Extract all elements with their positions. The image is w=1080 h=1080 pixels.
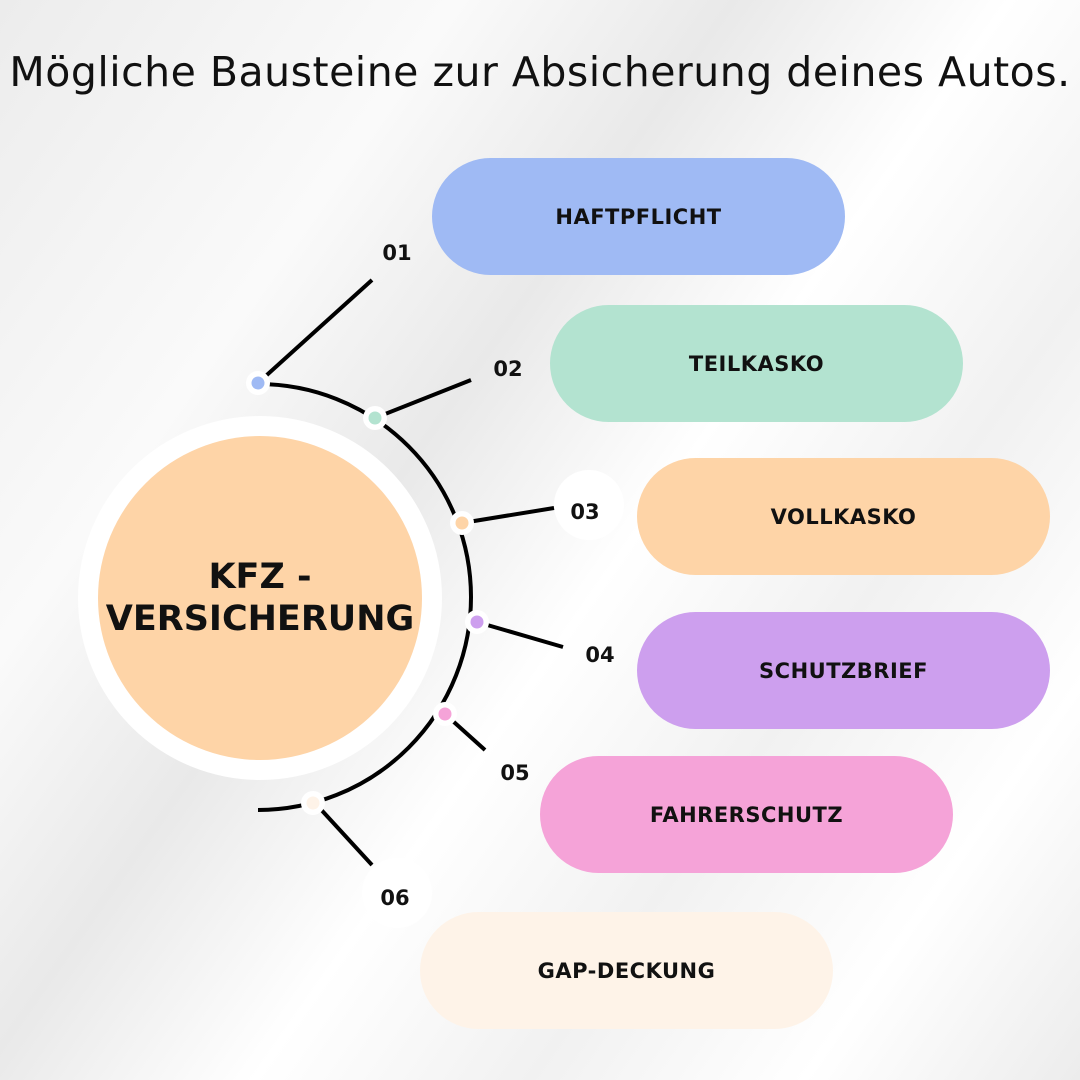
- item-pill: VOLLKASKO: [637, 458, 1050, 575]
- item-number: 01: [382, 241, 412, 265]
- item-label: FAHRERSCHUTZ: [649, 802, 844, 827]
- item-label: VOLLKASKO: [770, 504, 917, 529]
- node-dot: [455, 516, 469, 530]
- item-pill: GAP-DECKUNG: [420, 912, 833, 1029]
- node-dot: [251, 376, 265, 390]
- arc: [257, 382, 473, 812]
- hub-line-1: KFZ -: [208, 557, 312, 597]
- item-label: TEILKASKO: [688, 351, 825, 376]
- item-pill: SCHUTZBRIEF: [637, 612, 1050, 729]
- node-dot: [438, 707, 452, 721]
- hub-line-2: VERSICHERUNG: [105, 599, 415, 639]
- item-number: 06: [380, 886, 410, 910]
- number-03-bg: [554, 470, 624, 540]
- node-dot: [470, 615, 484, 629]
- connector-04: [476, 620, 564, 649]
- connector-06: [313, 801, 374, 867]
- item-number: 05: [500, 761, 530, 785]
- item-label: GAP-DECKUNG: [537, 958, 716, 983]
- page-title: Mögliche Bausteine zur Absicherung deine…: [9, 48, 1071, 96]
- item-label: SCHUTZBRIEF: [759, 658, 928, 683]
- connector-01: [256, 278, 374, 385]
- item-number: 02: [493, 357, 523, 381]
- node-dot: [368, 411, 382, 425]
- item-pill: HAFTPFLICHT: [432, 158, 845, 275]
- item-number: 03: [570, 500, 600, 524]
- number-06-bg: [362, 858, 432, 928]
- node-dot: [306, 796, 320, 810]
- hub-circle: KFZ -VERSICHERUNG: [98, 436, 422, 760]
- item-number: 04: [585, 643, 615, 667]
- item-label: HAFTPFLICHT: [555, 204, 722, 229]
- item-pill: TEILKASKO: [550, 305, 963, 422]
- connector-02: [374, 378, 472, 420]
- item-pill: FAHRERSCHUTZ: [540, 756, 953, 873]
- connector-03: [461, 506, 555, 525]
